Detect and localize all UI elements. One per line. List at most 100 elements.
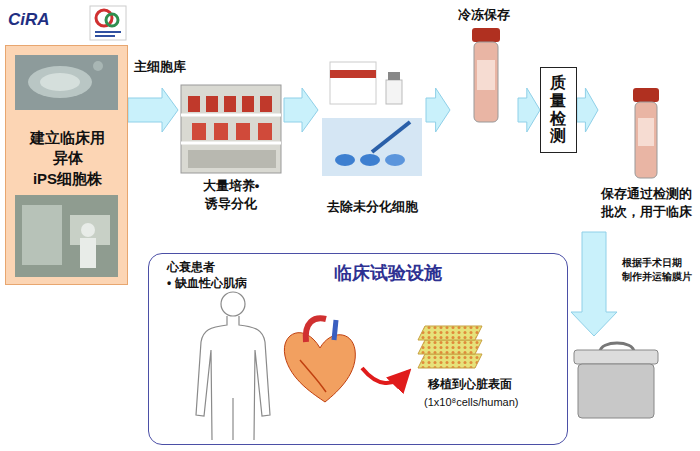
qc-text: 质量检测 — [550, 74, 566, 144]
flask — [236, 123, 250, 140]
flask — [188, 96, 200, 112]
worker — [80, 238, 96, 268]
well — [385, 154, 405, 166]
photo-ground — [15, 195, 118, 277]
release-step: 保存通过检测的 批次，用于临床 — [598, 85, 694, 225]
colony — [93, 61, 103, 71]
cooler-lid — [574, 350, 658, 364]
logo-ring — [106, 14, 118, 26]
panel-title: 建立临床用 异体 iPS细胞株 — [24, 128, 111, 189]
logo-line — [95, 31, 121, 33]
logo-ring — [96, 10, 112, 26]
step-text: 大量培养• 诱导分化 — [178, 177, 284, 212]
qc-box: 质量检测 — [540, 67, 577, 153]
well — [360, 154, 380, 166]
worker — [81, 223, 95, 237]
package-stripe — [330, 70, 376, 78]
vial-tube — [635, 102, 657, 178]
cell-sheet — [418, 326, 482, 368]
cooler-body — [578, 364, 654, 418]
clinical-panel: 临床试验设施 心衰患者• 缺血性心肌病 — [148, 253, 568, 445]
culture-step: 大量培养• 诱导分化 — [178, 85, 284, 215]
vial-label — [477, 60, 495, 90]
reagent-photo — [330, 62, 402, 104]
aorta — [306, 318, 326, 342]
flask — [242, 96, 254, 112]
logo-frame — [90, 6, 126, 40]
flask — [192, 123, 206, 140]
frozen-vial — [472, 28, 500, 122]
vial-tube — [474, 42, 498, 122]
culture-photo — [181, 85, 281, 173]
logo-line — [95, 35, 115, 37]
dose-text: (1x10⁸cells/human) — [424, 395, 519, 410]
vial-cap — [472, 28, 500, 42]
package — [330, 62, 376, 104]
flow-arrow — [577, 88, 598, 132]
heart — [284, 318, 355, 402]
disease-text: • 缺血性心肌病 — [167, 275, 247, 291]
cleanroom-photo — [15, 195, 118, 277]
cell-colony-photo — [15, 55, 118, 110]
transport-arrow — [571, 232, 617, 336]
body-left — [196, 316, 227, 440]
panel-heading: 临床试验设施 — [334, 261, 442, 285]
edge-label: 主细胞库 — [134, 58, 186, 76]
vessel — [300, 360, 326, 392]
vial-label — [638, 118, 654, 146]
photo-ground — [15, 55, 118, 110]
released-vial — [633, 88, 659, 178]
incubator — [188, 150, 276, 168]
legs — [232, 398, 233, 440]
transport-note: 根据手术日期 制作并运输膜片 — [622, 256, 698, 283]
bottle — [386, 80, 402, 104]
flow-arrow — [426, 88, 450, 132]
transplant-caption: 移植到心脏表面 — [428, 376, 512, 392]
flask — [258, 123, 272, 140]
transplant-arrow — [362, 368, 408, 383]
cira-logo — [90, 6, 126, 40]
flask — [260, 96, 272, 112]
panel-fill — [5, 45, 128, 285]
flow-arrow — [518, 88, 540, 132]
head — [221, 292, 245, 316]
freeze-step: 冷冻保存 — [450, 4, 518, 134]
pipette-photo — [322, 118, 422, 176]
vial-cap — [633, 88, 659, 102]
cabinet — [22, 205, 62, 265]
patient-text: 心衰患者 — [167, 259, 215, 275]
sheet-layer — [418, 354, 482, 368]
human-figure — [196, 292, 270, 440]
sheet-layer — [418, 340, 482, 354]
step-text: 去除未分化细胞 — [318, 198, 426, 216]
heart-body — [284, 333, 355, 402]
vein — [334, 320, 336, 340]
flask — [224, 96, 236, 112]
logo-text: CiRA — [8, 9, 50, 32]
flask — [214, 123, 228, 140]
photo-ground — [181, 85, 281, 173]
shelf — [181, 142, 281, 145]
step-text: 保存通过检测的 批次，用于临床 — [598, 185, 694, 220]
bottle-cap — [388, 72, 400, 80]
shelf — [181, 114, 281, 117]
flask — [206, 96, 218, 112]
step-text: 冷冻保存 — [450, 6, 518, 24]
cooler-box — [574, 343, 658, 418]
body-right — [239, 316, 270, 440]
photo-ground — [322, 118, 422, 176]
pipette — [372, 122, 410, 152]
colony — [28, 66, 92, 98]
colony — [40, 73, 80, 91]
purify-step: 去除未分化细胞 — [318, 58, 426, 218]
sheet-layer — [418, 326, 482, 340]
source-panel: 建立临床用 异体 iPS细胞株 — [5, 45, 128, 285]
flow-arrow — [128, 88, 178, 132]
well — [335, 154, 355, 166]
flow-arrow — [284, 88, 318, 132]
